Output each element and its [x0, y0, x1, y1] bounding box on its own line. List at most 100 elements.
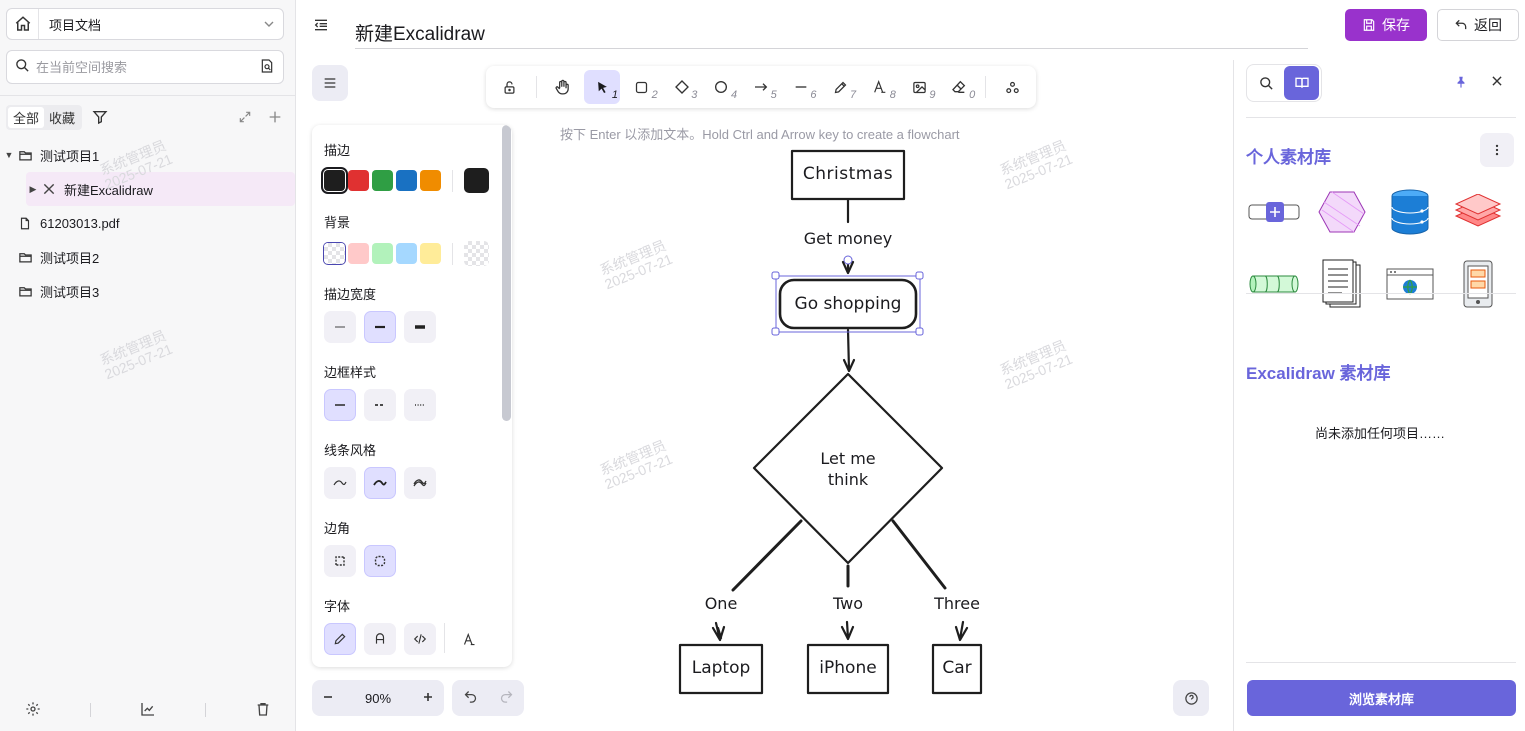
zoom-level[interactable]: 90%: [364, 690, 392, 706]
extra-tools-button[interactable]: [994, 70, 1030, 104]
stroke-style-dotted[interactable]: [404, 389, 436, 421]
eraser-tool[interactable]: 0: [942, 70, 978, 104]
help-button[interactable]: [1173, 680, 1209, 716]
hexagon-icon[interactable]: [1312, 184, 1372, 240]
selection-box[interactable]: [771, 255, 924, 336]
background-color-transparent[interactable]: [324, 243, 345, 264]
zoom-out-button[interactable]: [322, 691, 334, 706]
tree-item-folder[interactable]: 测试项目2: [0, 240, 295, 274]
stroke-width-thin[interactable]: [324, 311, 356, 343]
search-document-icon[interactable]: [259, 58, 275, 77]
node-decision[interactable]: [752, 372, 944, 565]
filter-icon[interactable]: [92, 109, 108, 125]
ellipse-tool[interactable]: 4: [703, 70, 739, 104]
text-tool[interactable]: 8: [862, 70, 898, 104]
mobile-device-icon[interactable]: [1448, 256, 1508, 312]
tree-item-folder[interactable]: 测试项目3: [0, 274, 295, 308]
drawing-canvas[interactable]: Christmas Get money Go shopping Let me t…: [296, 60, 1233, 731]
stroke-color-orange[interactable]: [420, 170, 441, 191]
background-color-green[interactable]: [372, 243, 393, 264]
button-icon[interactable]: [1244, 184, 1304, 240]
filter-all-tab[interactable]: 全部: [8, 106, 45, 128]
lock-tool[interactable]: [492, 70, 528, 104]
font-code[interactable]: [404, 623, 436, 655]
personal-library-title: 个人素材库: [1246, 148, 1331, 167]
chevron-down-icon[interactable]: [255, 18, 283, 30]
node-go-shopping[interactable]: [778, 278, 918, 330]
tree-item-file[interactable]: 61203013.pdf: [0, 206, 295, 240]
line-icon: [795, 86, 806, 88]
search-input[interactable]: [36, 59, 259, 75]
expand-icon[interactable]: [230, 110, 260, 124]
caret-down-icon[interactable]: ▼: [4, 150, 14, 160]
stroke-color-blue[interactable]: [396, 170, 417, 191]
stroke-color-green[interactable]: [372, 170, 393, 191]
stroke-color-picker[interactable]: [464, 168, 489, 193]
image-tool[interactable]: 9: [902, 70, 938, 104]
stroke-color-black[interactable]: [321, 167, 348, 194]
documents-icon[interactable]: [1312, 256, 1372, 312]
node-laptop[interactable]: [678, 643, 764, 695]
settings-icon[interactable]: [25, 701, 41, 720]
edges-round[interactable]: [364, 545, 396, 577]
filter-favorites-tab[interactable]: 收藏: [49, 110, 76, 126]
scrollbar[interactable]: [502, 125, 511, 421]
line-tool[interactable]: 6: [783, 70, 819, 104]
sloppiness-cartoonist[interactable]: [404, 467, 436, 499]
library-more-button[interactable]: [1480, 133, 1514, 167]
database-icon[interactable]: [1380, 184, 1440, 240]
browser-window-icon[interactable]: [1380, 256, 1440, 312]
chart-icon[interactable]: [140, 701, 156, 720]
undo-icon[interactable]: [463, 689, 478, 707]
sidebar-footer: [0, 690, 295, 730]
background-color-blue[interactable]: [396, 243, 417, 264]
home-icon[interactable]: [7, 9, 39, 39]
tree-item-folder[interactable]: ▼ 测试项目1: [0, 138, 295, 172]
sloppiness-artist[interactable]: [364, 467, 396, 499]
stroke-width-bold[interactable]: [364, 311, 396, 343]
zoom-controls: 90%: [312, 680, 444, 716]
node-car[interactable]: [931, 643, 983, 695]
hand-tool[interactable]: [545, 70, 581, 104]
divider: [0, 95, 295, 96]
node-iphone[interactable]: [806, 643, 890, 695]
stroke-color-red[interactable]: [348, 170, 369, 191]
rectangle-tool[interactable]: 2: [624, 70, 660, 104]
redo-icon[interactable]: [499, 689, 514, 707]
stroke-style-solid[interactable]: [324, 389, 356, 421]
letter-a-icon: [375, 633, 385, 644]
background-color-picker[interactable]: [464, 241, 489, 266]
edge-label-three: Three: [924, 594, 990, 613]
add-icon[interactable]: [260, 109, 290, 125]
library-search-tab[interactable]: [1249, 66, 1284, 100]
save-button[interactable]: 保存: [1345, 9, 1427, 41]
zoom-in-button[interactable]: [422, 691, 434, 706]
cylinder-icon[interactable]: [1244, 256, 1304, 312]
font-normal[interactable]: [364, 623, 396, 655]
pin-icon[interactable]: [1454, 74, 1468, 93]
background-color-yellow[interactable]: [420, 243, 441, 264]
trash-icon[interactable]: [255, 701, 271, 720]
stroke-style-dashed[interactable]: [364, 389, 396, 421]
draw-tool[interactable]: 7: [822, 70, 858, 104]
caret-right-icon[interactable]: ▶: [29, 183, 37, 194]
layers-icon[interactable]: [1448, 184, 1508, 240]
document-title[interactable]: 新建Excalidraw: [355, 17, 1308, 49]
selection-tool[interactable]: 1: [584, 70, 621, 104]
library-book-tab[interactable]: [1284, 66, 1319, 100]
arrow-tool[interactable]: 5: [743, 70, 779, 104]
edges-sharp[interactable]: [324, 545, 356, 577]
font-hand-drawn[interactable]: [324, 623, 356, 655]
main-menu-button[interactable]: [312, 65, 348, 101]
outline-toggle-icon[interactable]: [310, 14, 332, 36]
stroke-width-extra-bold[interactable]: [404, 311, 436, 343]
tree-item-excalidraw[interactable]: ▶ 新建Excalidraw: [26, 172, 295, 206]
diamond-tool[interactable]: 3: [664, 70, 700, 104]
back-button[interactable]: 返回: [1437, 9, 1519, 41]
font-family-picker[interactable]: [453, 623, 485, 655]
browse-library-button[interactable]: 浏览素材库: [1247, 680, 1516, 716]
close-icon[interactable]: [1490, 74, 1504, 91]
space-selector[interactable]: 项目文档: [6, 8, 284, 40]
background-color-pink[interactable]: [348, 243, 369, 264]
sloppiness-architect[interactable]: [324, 467, 356, 499]
